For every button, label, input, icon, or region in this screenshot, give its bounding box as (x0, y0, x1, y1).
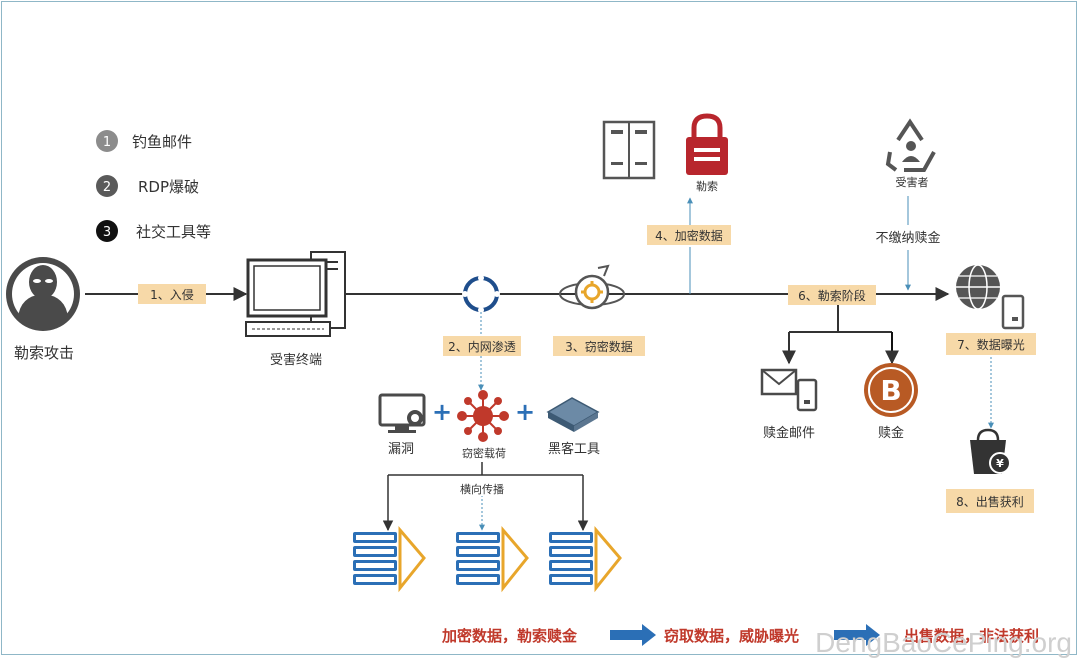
victim-terminal-label: 受害终端 (270, 352, 322, 368)
step-tag-7 (946, 333, 1036, 355)
hacker-tools-icon (546, 397, 600, 432)
step-label-6: 6、勒索阶段 (798, 288, 866, 303)
shopping-bag-icon: ¥ (970, 428, 1011, 474)
step-label-2: 2、内网渗透 (448, 339, 516, 354)
database-stack-icon-1 (353, 525, 426, 593)
step-tag-6 (788, 285, 876, 305)
step-tag-1 (138, 284, 206, 304)
globe-phone-icon (956, 264, 1025, 330)
legend-item-3: 3 社交工具等 (96, 220, 211, 242)
hacker-tools-label: 黑客工具 (548, 441, 600, 457)
vuln-label: 漏洞 (388, 441, 414, 457)
vulnerability-monitor-icon (378, 393, 426, 433)
svg-text:¥: ¥ (996, 457, 1004, 470)
ransom-lock-icon (686, 113, 728, 175)
no-pay-label: 不缴纳赎金 (875, 230, 940, 246)
gear-orbit-icon (559, 264, 625, 310)
step-label-7: 7、数据曝光 (957, 337, 1025, 352)
step-tag-2 (443, 336, 521, 356)
recycle-victim-icon (885, 118, 936, 172)
legend-num-2: 2 (103, 180, 111, 195)
plus-icon-1: + (432, 398, 452, 426)
lateral-label: 横向传播 (460, 482, 504, 496)
svg-text:B: B (880, 374, 901, 407)
legend-text-1: 钓鱼邮件 (132, 133, 192, 151)
server-cabinet-icon (602, 120, 656, 180)
watermark: DengBaoCePing.org (815, 627, 1072, 658)
ransom-lock-label: 勒索 (696, 179, 718, 193)
victim-person-label: 受害者 (896, 175, 929, 189)
database-stack-icon-3 (549, 525, 622, 593)
step-tag-8 (946, 489, 1034, 513)
legend: 1 钓鱼邮件 2 RDP爆破 3 社交工具等 (96, 130, 211, 242)
plus-icon-2: + (515, 398, 535, 426)
legend-text-3: 社交工具等 (136, 223, 211, 241)
footer-arrow-2 (834, 624, 880, 646)
step-label-1: 1、入侵 (150, 287, 194, 302)
footer-text-3: 出售数据，非法获利 (904, 627, 1039, 645)
payload-molecule-icon (457, 390, 509, 442)
footer-arrow-1 (610, 624, 656, 646)
footer-text-1: 加密数据，勒索赎金 (441, 627, 578, 645)
attacker-icon (6, 257, 80, 331)
step-label-4: 4、加密数据 (655, 228, 723, 243)
attacker-label: 勒索攻击 (14, 344, 74, 362)
legend-num-1: 1 (103, 135, 111, 150)
network-ring-icon (462, 275, 500, 313)
step-label-3: 3、窃密数据 (565, 339, 633, 354)
bitcoin-icon: B (864, 363, 918, 417)
legend-item-1: 1 钓鱼邮件 (96, 130, 192, 152)
legend-num-3: 3 (103, 225, 111, 240)
legend-text-2: RDP爆破 (138, 178, 199, 196)
step-tag-3 (553, 336, 645, 356)
step-tag-4 (647, 225, 731, 245)
legend-item-2: 2 RDP爆破 (96, 175, 199, 197)
mail-phone-icon (760, 368, 818, 412)
footer-text-2: 窃取数据，威胁曝光 (664, 627, 799, 645)
ransom-coin-label: 赎金 (878, 425, 904, 441)
step-label-8: 8、出售获利 (956, 494, 1024, 509)
database-stack-icon-2 (456, 525, 529, 593)
ransom-mail-label: 赎金邮件 (763, 425, 815, 441)
desktop-computer-icon (245, 251, 346, 337)
payload-label: 窃密载荷 (462, 446, 506, 460)
